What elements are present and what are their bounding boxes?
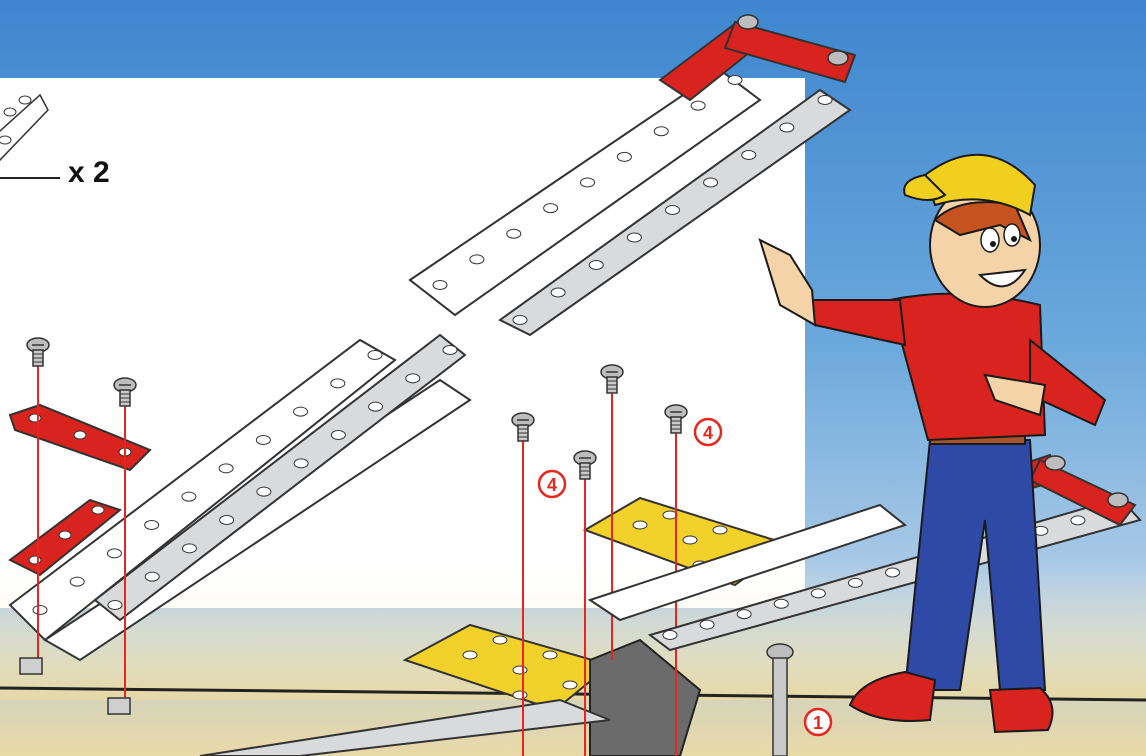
strip-hole <box>774 599 788 608</box>
plate-hole <box>470 255 484 264</box>
strip-hole <box>257 487 271 496</box>
callout-4-left-text: 4 <box>547 475 557 495</box>
strip-hole <box>700 620 714 629</box>
strip-hole <box>589 261 603 270</box>
strip-hole <box>742 151 756 160</box>
strip-hole <box>182 544 196 553</box>
plate-hole <box>728 76 742 85</box>
strip-hole <box>780 123 794 132</box>
strip-hole <box>406 374 420 383</box>
plate-hole <box>331 379 345 388</box>
strip-hole <box>220 516 234 525</box>
strip-hole <box>704 178 718 187</box>
strip-hole <box>737 610 751 619</box>
quantity-label: x 2 <box>68 156 110 189</box>
strip-hole <box>294 459 308 468</box>
strip-hole <box>145 572 159 581</box>
callout-1-text: 1 <box>813 713 823 733</box>
plate-hole <box>107 549 121 558</box>
plate-hole <box>256 436 270 445</box>
strip-hole <box>369 402 383 411</box>
plate-hole <box>182 492 196 501</box>
plate-hole <box>145 521 159 530</box>
plate-hole <box>507 229 521 238</box>
strip-hole <box>443 346 457 355</box>
strip-hole <box>848 578 862 587</box>
plate-hole <box>70 577 84 586</box>
strip-hole <box>627 233 641 242</box>
plate-hole <box>433 281 447 290</box>
strip-hole <box>886 568 900 577</box>
strip-hole <box>108 601 122 610</box>
plate-hole <box>581 178 595 187</box>
strip-hole <box>551 288 565 297</box>
callout-4-left: 4 <box>539 471 565 497</box>
plate-hole <box>219 464 233 473</box>
plate-hole <box>33 606 47 615</box>
strip-hole <box>818 96 832 105</box>
plate-hole <box>654 127 668 136</box>
callout-1: 1 <box>805 709 831 735</box>
callout-4-right-text: 4 <box>703 423 713 443</box>
strip-hole <box>1071 516 1085 525</box>
plate-hole <box>617 152 631 161</box>
strip-hole <box>513 316 527 325</box>
strip-hole <box>331 431 345 440</box>
plate-hole <box>294 407 308 416</box>
strip-hole <box>663 631 677 640</box>
strip-hole <box>811 589 825 598</box>
plate-hole <box>544 204 558 213</box>
plate-hole <box>691 101 705 110</box>
callout-4-right: 4 <box>695 419 721 445</box>
plate-hole <box>368 351 382 360</box>
strip-hole <box>666 206 680 215</box>
